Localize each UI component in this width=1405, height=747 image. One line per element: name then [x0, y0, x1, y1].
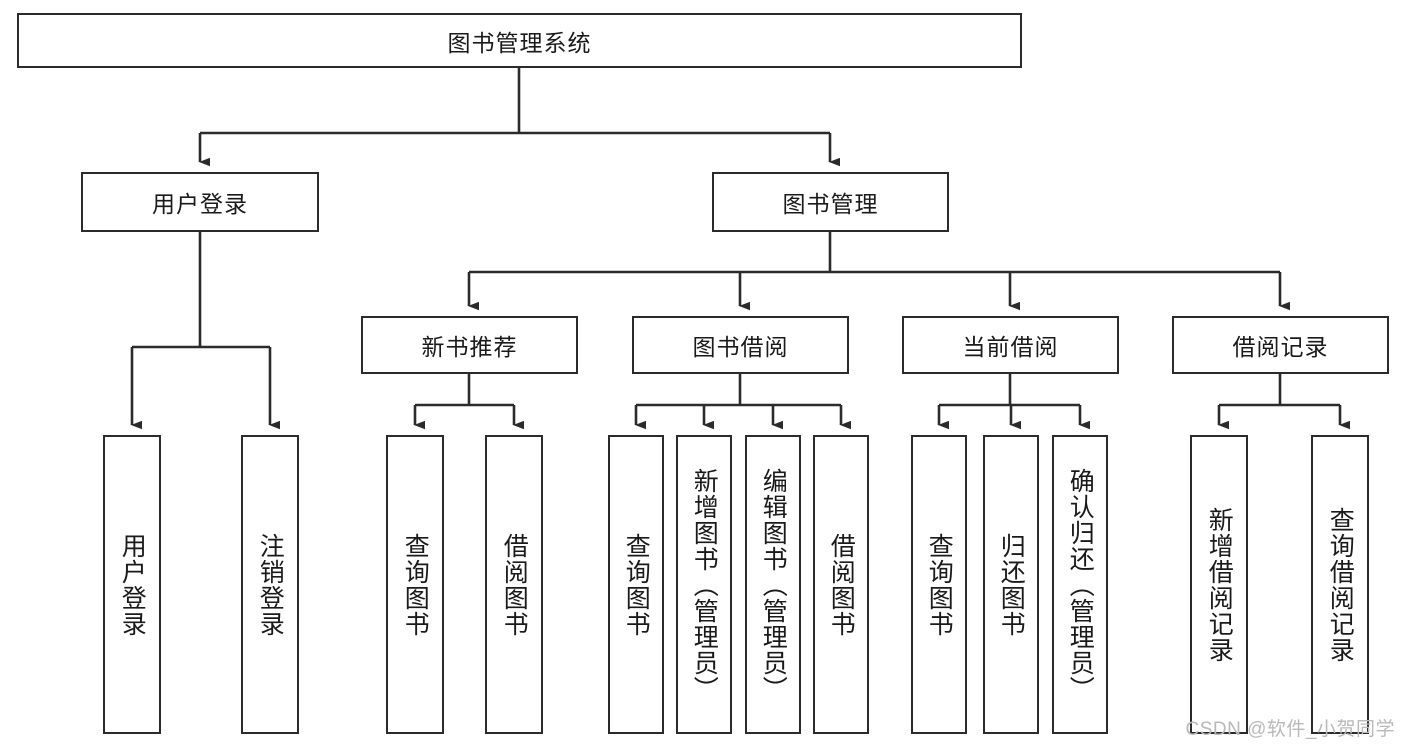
node-user-login[interactable]: 用户登录: [81, 172, 319, 232]
node-book-manage[interactable]: 图书管理: [712, 172, 949, 232]
node-label: 编辑图书（管理员）: [759, 467, 788, 702]
node-leaf-return-book[interactable]: 归还图书: [983, 435, 1039, 734]
csdn-watermark: CSDN @软件_小贺同学: [1185, 719, 1395, 740]
node-leaf-query-book-rec[interactable]: 查询图书: [386, 435, 444, 734]
node-label: 注销登录: [256, 532, 285, 637]
node-label: 新增图书（管理员）: [690, 467, 719, 702]
node-label: 查询借阅记录: [1326, 506, 1355, 663]
node-borrow-record[interactable]: 借阅记录: [1172, 316, 1389, 374]
node-leaf-query-book-borrow[interactable]: 查询图书: [608, 435, 664, 734]
node-label: 借阅图书: [500, 532, 529, 637]
node-leaf-query-record[interactable]: 查询借阅记录: [1311, 435, 1369, 734]
node-leaf-user-login[interactable]: 用户登录: [103, 435, 161, 734]
node-label: 用户登录: [118, 532, 147, 637]
node-current-borrow[interactable]: 当前借阅: [902, 316, 1119, 374]
node-leaf-borrow-book[interactable]: 借阅图书: [813, 435, 869, 734]
node-leaf-confirm-return[interactable]: 确认归还（管理员）: [1052, 435, 1108, 734]
node-leaf-edit-book[interactable]: 编辑图书（管理员）: [745, 435, 801, 734]
node-label: 确认归还（管理员）: [1066, 467, 1095, 702]
node-label: 归还图书: [997, 532, 1026, 637]
node-label: 查询图书: [401, 532, 430, 637]
node-label: 查询图书: [925, 532, 954, 637]
node-leaf-logout[interactable]: 注销登录: [241, 435, 299, 734]
node-label: 查询图书: [622, 532, 651, 637]
node-root[interactable]: 图书管理系统: [17, 13, 1022, 68]
node-new-book-recommend[interactable]: 新书推荐: [361, 316, 578, 374]
node-label: 借阅图书: [827, 532, 856, 637]
node-leaf-add-record[interactable]: 新增借阅记录: [1190, 435, 1248, 734]
node-leaf-add-book[interactable]: 新增图书（管理员）: [676, 435, 732, 734]
node-leaf-query-book-cur[interactable]: 查询图书: [911, 435, 967, 734]
node-label: 新增借阅记录: [1205, 506, 1234, 663]
node-leaf-borrow-book-rec[interactable]: 借阅图书: [485, 435, 543, 734]
node-book-borrow[interactable]: 图书借阅: [632, 316, 849, 374]
